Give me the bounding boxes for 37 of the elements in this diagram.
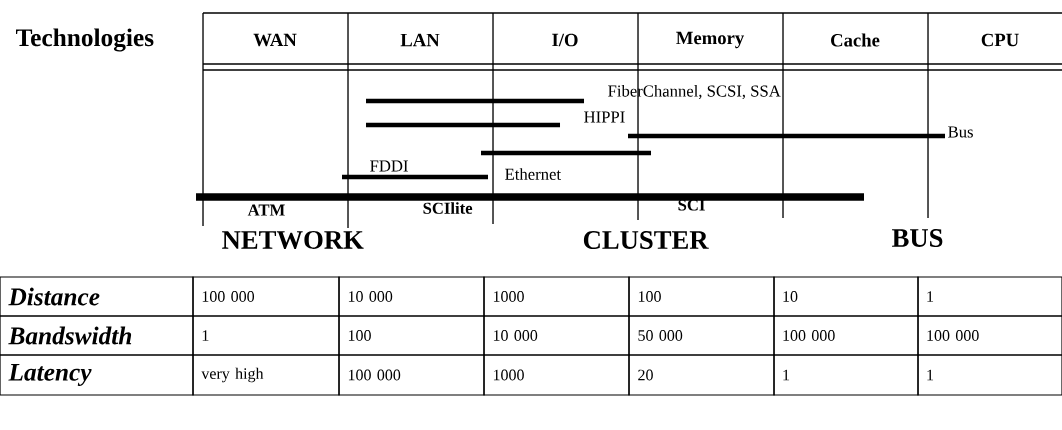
column-header: LAN [400,33,440,47]
range-label: SCIlite [423,202,473,214]
row-header: Latency [0,354,194,396]
table-cell: 1 [917,276,1062,317]
table-cell: 20 [628,354,775,396]
table-cell: 100 000 [338,354,485,396]
table-cell: 1 [192,315,340,356]
range-label: HIPPI [584,111,625,123]
column-header: Cache [831,33,880,47]
table-cell: 1000 [483,354,630,396]
column-header: I/O [552,33,578,47]
row-header: Distance [0,276,194,317]
table-cell: very high [192,354,340,396]
range-label: Ethernet [505,168,561,180]
table-cell: 100 000 [773,315,919,356]
category-label: BUS [892,229,943,247]
column-header: Memory [676,31,745,49]
range-label: Bus [948,126,973,138]
table-cell: 50 000 [628,315,775,356]
table-cell: 100 [338,315,485,356]
category-label: CLUSTER [583,231,709,249]
table-cell: 10 [773,276,919,317]
table-cell: 1 [917,354,1062,396]
row-header: Technologies [16,28,154,52]
range-label: ATM [247,204,285,216]
table-cell: 1000 [483,276,630,317]
category-label: NETWORK [222,231,364,250]
table-cell: 10 000 [338,276,485,317]
table-cell: 100 [628,276,775,317]
column-header: CPU [981,33,1019,47]
column-header: WAN [253,33,297,47]
row-header: Bandswidth [0,315,194,356]
table-cell: 1 [773,354,919,396]
range-label: FDDI [370,160,408,172]
table-cell: 100 000 [917,315,1062,356]
table-cell: 100 000 [192,276,340,317]
table-cell: 10 000 [483,315,630,356]
